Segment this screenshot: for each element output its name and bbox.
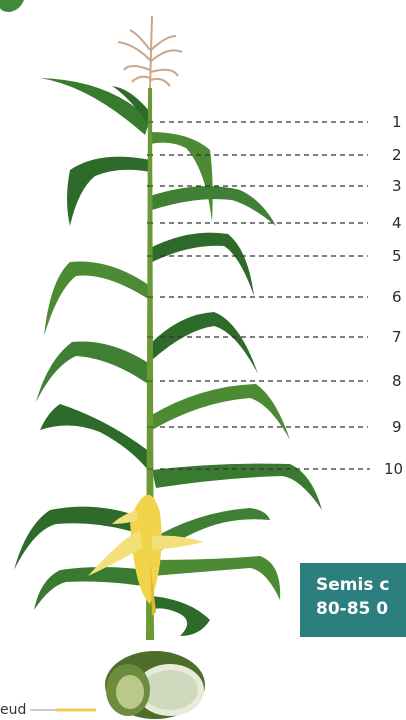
node-label-6: 6	[392, 288, 406, 306]
bottom-label: eud	[0, 702, 26, 718]
tassel	[118, 16, 182, 88]
stalk-cross-section	[105, 651, 205, 719]
leaves	[14, 78, 322, 636]
node-label-10: 10	[384, 460, 406, 478]
callout-line-2: 80-85 0	[316, 597, 406, 621]
node-label-7: 7	[392, 328, 406, 346]
node-label-2: 2	[392, 146, 406, 164]
node-label-5: 5	[392, 247, 406, 265]
node-label-8: 8	[392, 372, 406, 390]
header-fragment	[0, 0, 24, 12]
node-label-4: 4	[392, 214, 406, 232]
callout-line-1: Semis c	[316, 573, 406, 597]
node-label-9: 9	[392, 418, 406, 436]
node-label-1: 1	[392, 113, 406, 131]
sowing-callout: Semis c 80-85 0	[300, 563, 406, 637]
node-label-3: 3	[392, 177, 406, 195]
node-leader-lines	[160, 122, 370, 469]
